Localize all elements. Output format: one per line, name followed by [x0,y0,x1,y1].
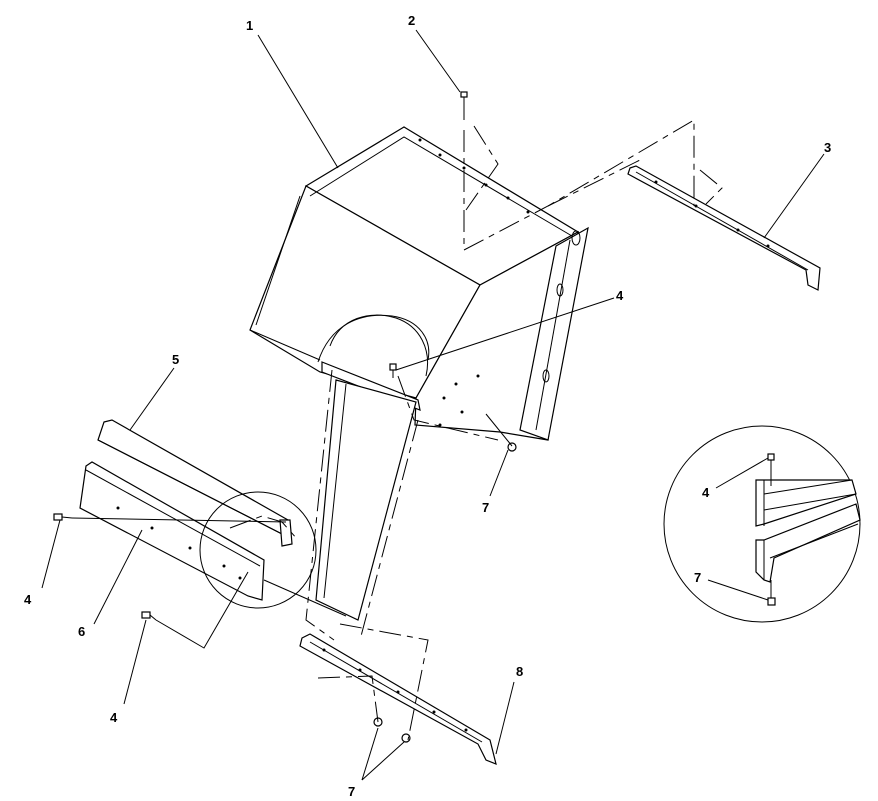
nut-7-hood [507,442,517,452]
callout-2: 2 [408,13,415,28]
callout-7-right-detail: 7 [694,570,701,585]
assembly-lines [71,119,723,741]
callout-6: 6 [78,624,85,639]
lower-skirt-panel [79,461,265,601]
bolt-4-hood [389,363,397,378]
detail-circle-left [199,491,317,609]
callout-7-bottom: 7 [348,784,355,799]
bottom-rail [299,633,497,765]
callout-3: 3 [824,140,831,155]
callout-4-lower: 4 [110,710,118,725]
callout-4-hood: 4 [616,288,624,303]
top-screw [460,91,468,120]
upper-skirt-panel [97,419,293,547]
callout-5: 5 [172,352,179,367]
callout-8: 8 [516,664,523,679]
hood-housing [249,126,589,441]
right-rail [627,165,821,291]
callout-4-right-detail: 4 [702,485,710,500]
bolt-4-left [53,513,73,521]
center-strip [315,379,417,621]
callouts: 1 2 3 4 5 4 7 7 4 6 8 4 7 [24,13,831,799]
callout-7-hood: 7 [482,500,489,515]
leader-lines [41,29,825,781]
detail-circle-hood [329,314,428,377]
bolt-4-lower [141,611,157,621]
callout-1: 1 [246,18,253,33]
callout-4-left: 4 [24,592,32,607]
detail-view-right [663,425,861,623]
